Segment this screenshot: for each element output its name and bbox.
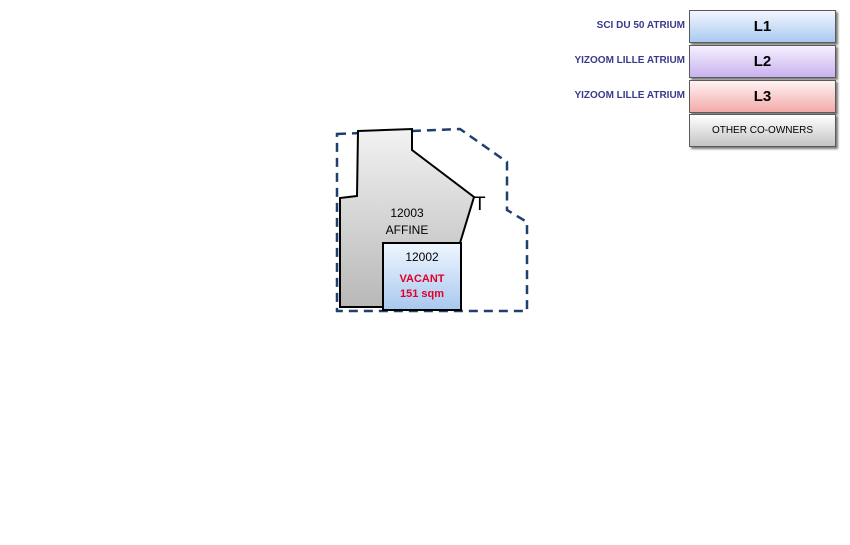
building-outline	[335, 127, 529, 313]
stray-label: T	[474, 194, 486, 215]
lot-12002-label: 12002 VACANT 151 sqm	[383, 250, 461, 300]
legend-swatch: L2	[689, 45, 836, 78]
legend-swatch: L3	[689, 80, 836, 113]
lot-tenant: AFFINE	[385, 223, 429, 237]
lot-number: 12002	[405, 250, 439, 264]
legend-owner: YIZOOM LILLE ATRIUM	[574, 90, 685, 101]
legend-item-other: OTHER CO-OWNERS	[560, 114, 840, 148]
legend-owner: SCI DU 50 ATRIUM	[596, 20, 685, 31]
lot-area: 151 sqm	[399, 288, 445, 300]
lot-12003-label: 12003 AFFINE	[372, 205, 442, 239]
legend-owner: YIZOOM LILLE ATRIUM	[574, 55, 685, 66]
legend-item-l2: YIZOOM LILLE ATRIUM L2	[560, 45, 840, 79]
legend-swatch: L1	[689, 10, 836, 43]
legend-item-l3: YIZOOM LILLE ATRIUM L3	[560, 80, 840, 114]
lot-status: VACANT	[399, 273, 445, 285]
lot-number: 12003	[390, 206, 424, 220]
legend-item-l1: SCI DU 50 ATRIUM L1	[560, 10, 840, 44]
legend-swatch: OTHER CO-OWNERS	[689, 114, 836, 147]
lot-12002-shape[interactable]	[382, 242, 462, 311]
